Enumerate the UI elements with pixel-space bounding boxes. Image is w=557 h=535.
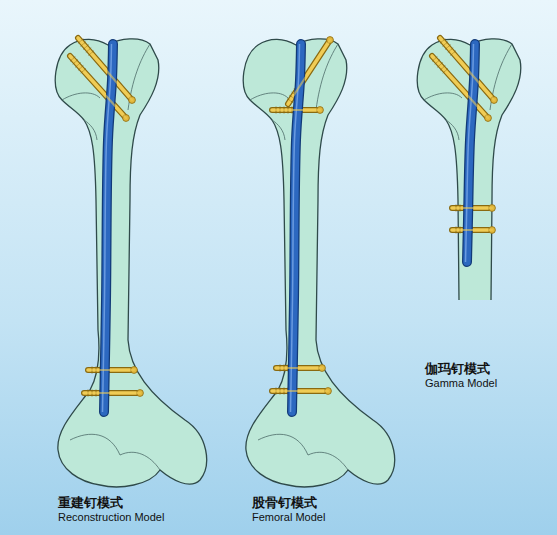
locking-screw	[88, 367, 137, 374]
bone-contour	[62, 93, 100, 100]
screw-highlight	[288, 40, 330, 104]
bone-contour	[308, 452, 348, 470]
bone-contour	[424, 93, 462, 100]
locking-screw	[84, 390, 143, 397]
caption-zh: 伽玛钉模式	[425, 360, 490, 378]
locking-screw	[452, 227, 495, 234]
screw-highlight	[84, 392, 140, 394]
bone-contour	[84, 120, 97, 140]
screw-highlight	[432, 56, 488, 118]
caption-en: Reconstruction Model	[58, 511, 164, 523]
caption-en: Gamma Model	[425, 377, 497, 389]
caption-zh: 股骨钉模式	[252, 494, 317, 512]
screw-highlight	[452, 207, 492, 209]
caption-zh: 重建钉模式	[58, 494, 123, 512]
bone-outline	[243, 39, 394, 487]
locking-screw	[70, 56, 129, 121]
screw-highlight	[272, 109, 320, 111]
locking-screw	[276, 365, 325, 372]
bone-contour	[446, 120, 459, 140]
bone-contour	[70, 434, 120, 455]
screw-highlight	[70, 56, 126, 118]
locking-screw	[452, 205, 495, 212]
bone-outline	[417, 39, 520, 300]
bone-fill	[417, 39, 520, 300]
locking-screw	[432, 56, 491, 121]
femur	[417, 38, 520, 300]
bone-contour	[272, 120, 285, 140]
bone-contour	[250, 93, 288, 100]
femur	[243, 37, 394, 487]
screw-highlight	[440, 38, 494, 100]
screw-highlight	[272, 390, 328, 392]
femur	[55, 38, 206, 487]
screw-highlight	[452, 229, 492, 231]
locking-screw	[272, 388, 331, 395]
bone-outline	[55, 39, 206, 487]
screw-highlight	[88, 369, 134, 371]
caption-en: Femoral Model	[252, 511, 325, 523]
screw-highlight	[78, 38, 132, 100]
bone-contour	[258, 434, 308, 455]
bone-contour	[120, 452, 160, 470]
screw-highlight	[276, 367, 322, 369]
locking-screw	[287, 37, 333, 104]
